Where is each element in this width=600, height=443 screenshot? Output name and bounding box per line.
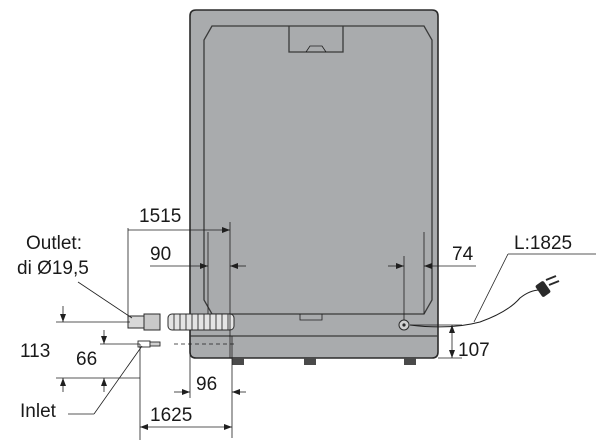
top-vent bbox=[288, 26, 344, 53]
outlet-connector bbox=[127, 315, 145, 329]
dim-1625: 1625 bbox=[139, 344, 232, 440]
dim-90: 90 bbox=[150, 232, 246, 314]
dim-113: 113 bbox=[20, 306, 140, 392]
bottom-tab bbox=[299, 314, 323, 321]
outlet-label-line2: di Ø19,5 bbox=[17, 258, 89, 279]
dim-90-label: 90 bbox=[150, 244, 171, 265]
cable-label: L:1825 bbox=[514, 233, 572, 254]
dim-107: 107 bbox=[410, 324, 490, 361]
dim-66-label: 66 bbox=[76, 349, 97, 370]
outlet-clamp bbox=[143, 313, 161, 331]
inlet-label: Inlet bbox=[20, 401, 57, 422]
dim-107-label: 107 bbox=[458, 340, 490, 361]
foot-center bbox=[304, 358, 316, 365]
drain-hose bbox=[167, 313, 235, 331]
top-vent-notch bbox=[305, 45, 327, 53]
outlet-callout: Outlet: di Ø19,5 bbox=[17, 233, 133, 319]
dim-96-label: 96 bbox=[196, 374, 217, 395]
dim-1625-label: 1625 bbox=[150, 405, 192, 426]
inlet-callout: Inlet bbox=[20, 345, 143, 422]
dishwasher-cabinet bbox=[189, 9, 439, 359]
power-cable bbox=[409, 289, 541, 328]
dim-113-label: 113 bbox=[20, 341, 50, 362]
dim-1515: 1515 bbox=[127, 206, 231, 358]
cable-callout: L:1825 bbox=[473, 233, 596, 323]
dim-66: 66 bbox=[76, 330, 140, 392]
dim-96: 96 bbox=[174, 330, 246, 438]
power-plug bbox=[535, 275, 560, 297]
outlet-label-line1: Outlet: bbox=[26, 233, 82, 254]
foot-left bbox=[232, 358, 244, 365]
dim-1515-label: 1515 bbox=[139, 206, 181, 227]
foot-right bbox=[404, 358, 416, 365]
dim-74: 74 bbox=[388, 232, 476, 320]
dim-74-label: 74 bbox=[452, 244, 474, 265]
